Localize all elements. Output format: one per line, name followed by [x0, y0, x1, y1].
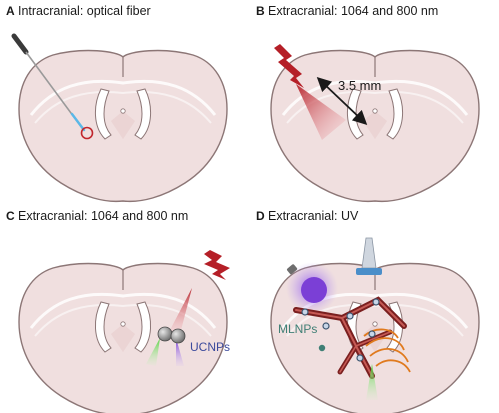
mlnp-particles — [301, 298, 380, 362]
optical-fiber-icon — [11, 33, 86, 132]
panel-letter: A — [6, 4, 15, 18]
panel-c: C Extracranial: 1064 and 800 nm UCNPs — [6, 209, 230, 413]
panel-d: D Extracranial: UV — [256, 209, 481, 413]
ultrasound-waves — [363, 328, 411, 373]
depth-arrow — [316, 77, 368, 125]
uv-bulb-icon — [286, 262, 338, 314]
panel-a: A Intracranial: optical fiber — [6, 4, 229, 203]
panel-title: Extracranial: UV — [268, 209, 359, 223]
green-emission — [146, 338, 160, 366]
lightning-icon — [274, 44, 304, 88]
blood-vessels — [293, 296, 407, 379]
panel-b: B Extracranial: 1064 and 800 nm 3.5 mm — [256, 4, 481, 203]
purple-emission — [176, 338, 184, 366]
panel-title: Extracranial: 1064 and 800 nm — [18, 209, 188, 223]
panel-letter: C — [6, 209, 15, 223]
brain-slice — [17, 262, 229, 413]
brain-slice — [17, 49, 229, 203]
depth-label: 3.5 mm — [338, 78, 381, 93]
panel-title: Intracranial: optical fiber — [18, 4, 151, 18]
lightning-icon — [204, 250, 230, 280]
green-emission — [366, 364, 378, 400]
ucnp-particle — [157, 326, 173, 342]
ucnp-label: UCNPs — [190, 340, 230, 354]
ultrasound-transducer-icon — [356, 237, 382, 275]
panel-title: Extracranial: 1064 and 800 nm — [268, 4, 438, 18]
ucnp-particle — [170, 328, 186, 344]
panel-letter: D — [256, 209, 265, 223]
target-ring — [80, 126, 94, 140]
brain-slice — [269, 49, 481, 203]
panel-letter: B — [256, 4, 265, 18]
laser-beam — [170, 288, 192, 334]
mlnp-label: MLNPs — [278, 322, 317, 336]
